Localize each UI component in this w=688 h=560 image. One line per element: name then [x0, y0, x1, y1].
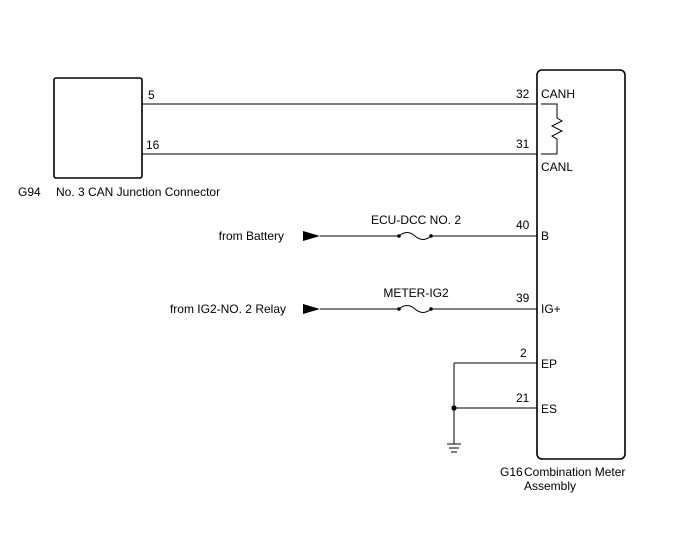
meter-name-line2: Assembly: [524, 479, 576, 493]
battery-fuse-label: ECU-DCC NO. 2: [371, 213, 461, 227]
meter-pin-es-label: ES: [541, 402, 557, 416]
ig2-source-label: from IG2-NO. 2 Relay: [170, 302, 286, 316]
combination-meter-box: [536, 69, 626, 460]
junction-pin-canl: 16: [146, 138, 160, 152]
meter-pin-ig-num: 39: [516, 291, 530, 305]
meter-pin-es-num: 21: [516, 391, 530, 405]
ground-icon: [447, 443, 461, 453]
ig2-arrow-icon: [303, 304, 320, 314]
meter-code: G16: [500, 465, 523, 479]
meter-pin-canl-num: 31: [516, 137, 530, 151]
battery-fuse-terminal-left: [397, 234, 401, 238]
ground-junction-dot: [451, 405, 457, 411]
junction-connector-box: [53, 77, 143, 179]
meter-pin-canh-num: 32: [516, 87, 530, 101]
battery-fuse-icon: [398, 232, 432, 240]
meter-pin-b-label: B: [541, 229, 549, 243]
battery-source-label: from Battery: [219, 229, 284, 243]
ig2-fuse-terminal-left: [397, 307, 401, 311]
meter-pin-ep-num: 2: [520, 346, 527, 360]
meter-pin-canh-label: CANH: [541, 87, 575, 101]
junction-connector-name: No. 3 CAN Junction Connector: [56, 185, 220, 199]
meter-name-line1: Combination Meter: [524, 465, 625, 479]
meter-pin-ig-label: IG+: [541, 302, 561, 316]
junction-pin-canh: 5: [148, 88, 155, 102]
junction-connector-code: G94: [18, 185, 41, 199]
ig2-fuse-icon: [398, 305, 432, 313]
meter-pin-canl-label: CANL: [541, 160, 573, 174]
meter-pin-ep-label: EP: [541, 357, 557, 371]
meter-pin-b-num: 40: [516, 218, 530, 232]
battery-arrow-icon: [303, 231, 320, 241]
termination-resistor: [541, 103, 564, 155]
ig2-fuse-label: METER-IG2: [383, 286, 449, 300]
